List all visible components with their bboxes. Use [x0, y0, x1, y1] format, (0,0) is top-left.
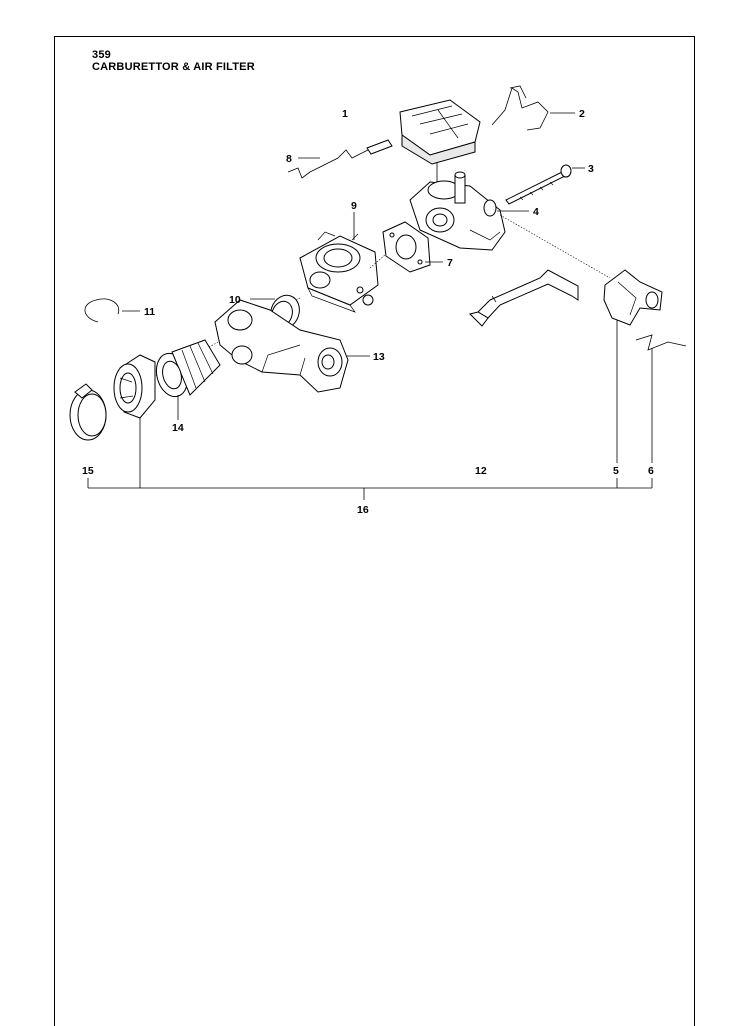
bracket-lines	[87, 320, 653, 500]
callout-8: 8	[286, 153, 292, 165]
callout-5: 5	[613, 465, 619, 477]
callout-7: 7	[447, 257, 453, 269]
part-carburettor	[299, 212, 379, 313]
part-wire-clip	[491, 85, 575, 131]
part-air-filter	[399, 99, 481, 192]
callout-12: 12	[475, 465, 487, 477]
callout-1: 1	[342, 108, 348, 120]
part-choke-rod	[287, 139, 393, 179]
part-bellows	[155, 339, 221, 420]
callout-9: 9	[351, 200, 357, 212]
callout-10: 10	[229, 294, 241, 306]
callout-2: 2	[579, 108, 585, 120]
callout-11: 11	[144, 306, 155, 318]
part-adapter	[113, 354, 156, 419]
callout-16: 16	[357, 504, 369, 516]
part-gasket	[382, 221, 443, 273]
page-title: CARBURETTOR & AIR FILTER	[92, 61, 255, 73]
callout-15: 15	[82, 465, 94, 477]
model-number: 359	[92, 49, 111, 61]
part-long-bolt	[505, 164, 585, 205]
callout-4: 4	[533, 206, 539, 218]
part-carb-holder	[409, 171, 529, 251]
part-trigger	[603, 269, 663, 326]
callout-14: 14	[172, 422, 184, 434]
part-circlip	[84, 298, 140, 323]
callout-6: 6	[648, 465, 654, 477]
part-intake-manifold	[214, 299, 370, 393]
part-lever	[469, 269, 579, 327]
part-spring	[635, 334, 687, 351]
callout-13: 13	[373, 351, 385, 363]
part-hose-clamp	[69, 383, 107, 441]
callout-3: 3	[588, 163, 594, 175]
page-frame	[54, 36, 695, 1026]
